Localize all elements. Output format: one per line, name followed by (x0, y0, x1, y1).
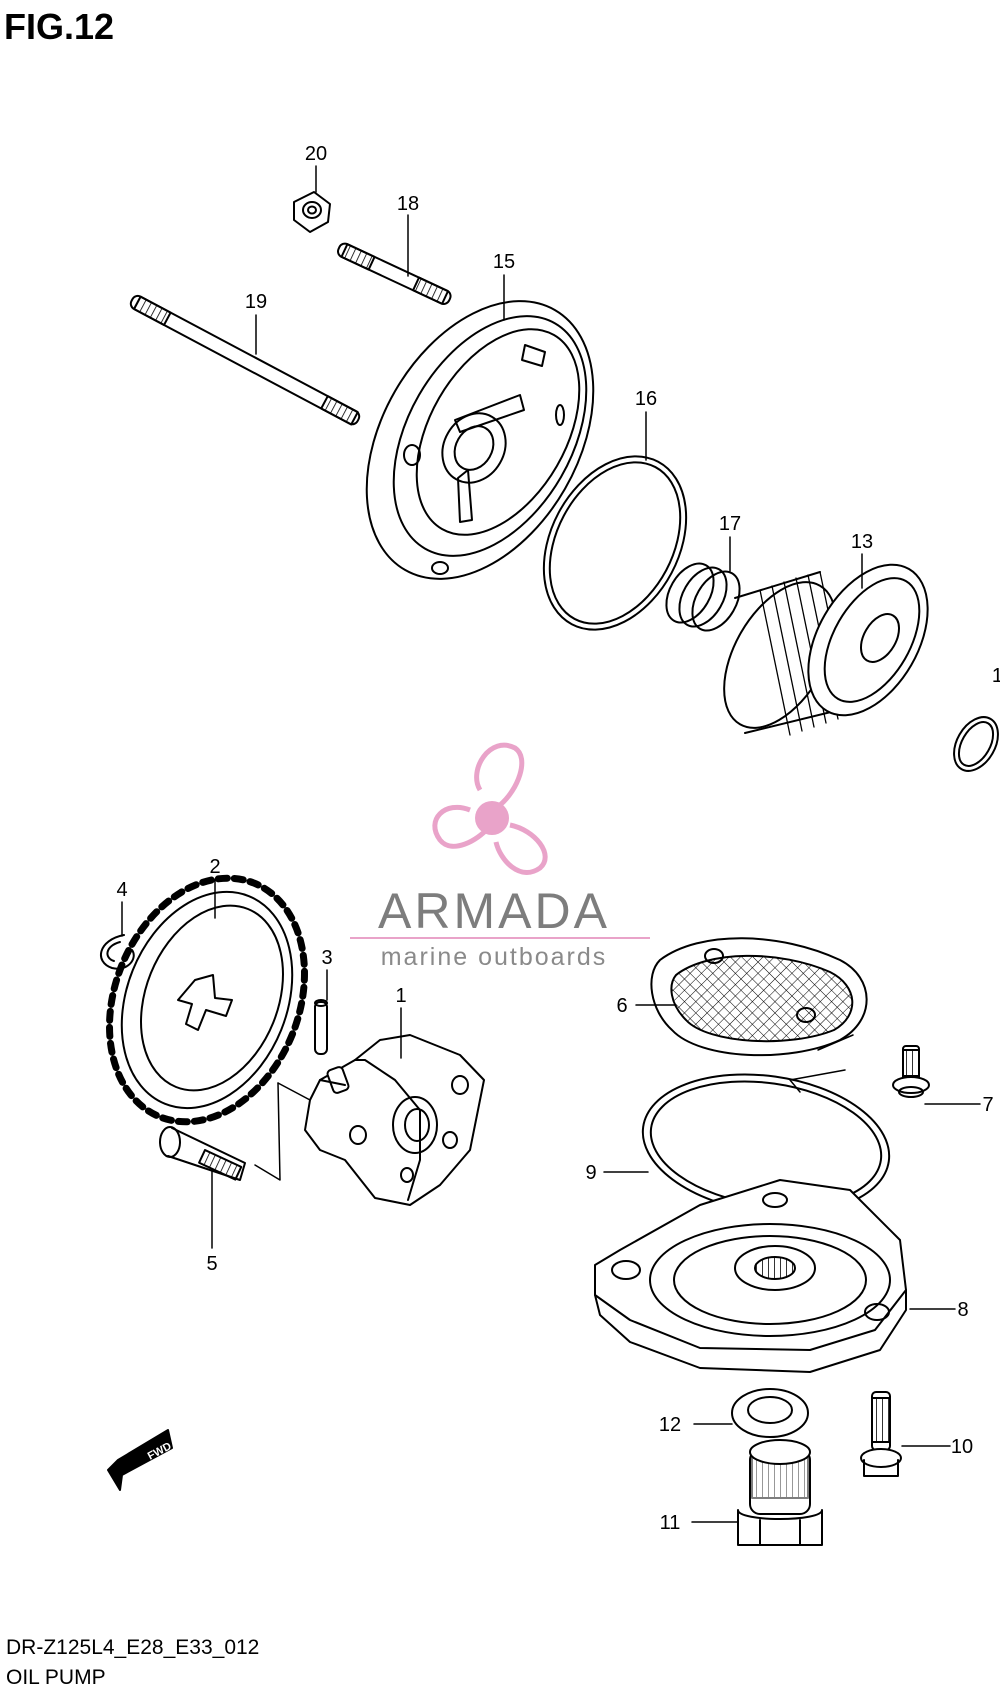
diagram-code: DR-Z125L4_E28_E33_012 (6, 1636, 260, 1659)
part-18-stud-bolt (337, 242, 452, 305)
callout-13: 13 (851, 531, 873, 553)
callout-19: 19 (245, 291, 267, 313)
part-14-small-o-ring (953, 716, 999, 772)
part-4-circlip (100, 934, 135, 970)
callout-12: 12 (659, 1414, 681, 1436)
part-15-filter-cover (365, 300, 595, 580)
part-6-oil-strainer (650, 937, 868, 1057)
callout-1: 1 (395, 985, 406, 1007)
callout-8: 8 (957, 1299, 968, 1321)
callout-18: 18 (397, 193, 419, 215)
armada-logo: ARMADA marine outboards (350, 742, 650, 971)
callout-6: 6 (616, 995, 627, 1017)
part-10-bolt (860, 1391, 902, 1477)
part-19-long-stud-bolt (129, 294, 361, 426)
callout-11: 11 (660, 1512, 681, 1534)
brand-name: ARMADA (378, 883, 610, 939)
callout-20: 20 (305, 143, 327, 165)
callout-4: 4 (116, 879, 127, 901)
callout-16: 16 (635, 388, 657, 410)
callout-14: 14 (992, 665, 1000, 687)
part-16-o-ring (542, 455, 688, 631)
callout-10: 10 (951, 1436, 973, 1458)
callout-3: 3 (321, 947, 332, 969)
fwd-arrow-icon (107, 1429, 173, 1491)
brand-tagline: marine outboards (381, 943, 608, 971)
part-5-bolt (159, 1126, 246, 1181)
callout-5: 5 (206, 1253, 217, 1275)
figure-title: FIG.12 (4, 6, 115, 47)
part-2-driven-gear (106, 874, 308, 1126)
part-20-nut (293, 191, 331, 233)
callout-numbers: 20 18 19 15 16 17 13 14 4 2 3 1 5 6 7 9 … (116, 143, 1000, 1534)
callout-9: 9 (585, 1162, 596, 1184)
part-1-oil-pump (304, 1034, 485, 1206)
part-7-bolt (892, 1045, 930, 1098)
part-3-pin (314, 999, 328, 1055)
diagram-caption: OIL PUMP (6, 1666, 106, 1689)
leader-lines (121, 165, 981, 1523)
part-8-strainer-cap (594, 1179, 907, 1373)
part-17-spring (665, 562, 741, 632)
callout-15: 15 (493, 251, 515, 273)
part-12-washer (731, 1388, 809, 1438)
part-13-oil-filter (723, 563, 929, 736)
callout-2: 2 (209, 856, 220, 878)
callout-7: 7 (982, 1094, 993, 1116)
propeller-icon (432, 742, 548, 875)
callout-17: 17 (719, 513, 741, 535)
part-11-drain-plug (737, 1439, 823, 1546)
